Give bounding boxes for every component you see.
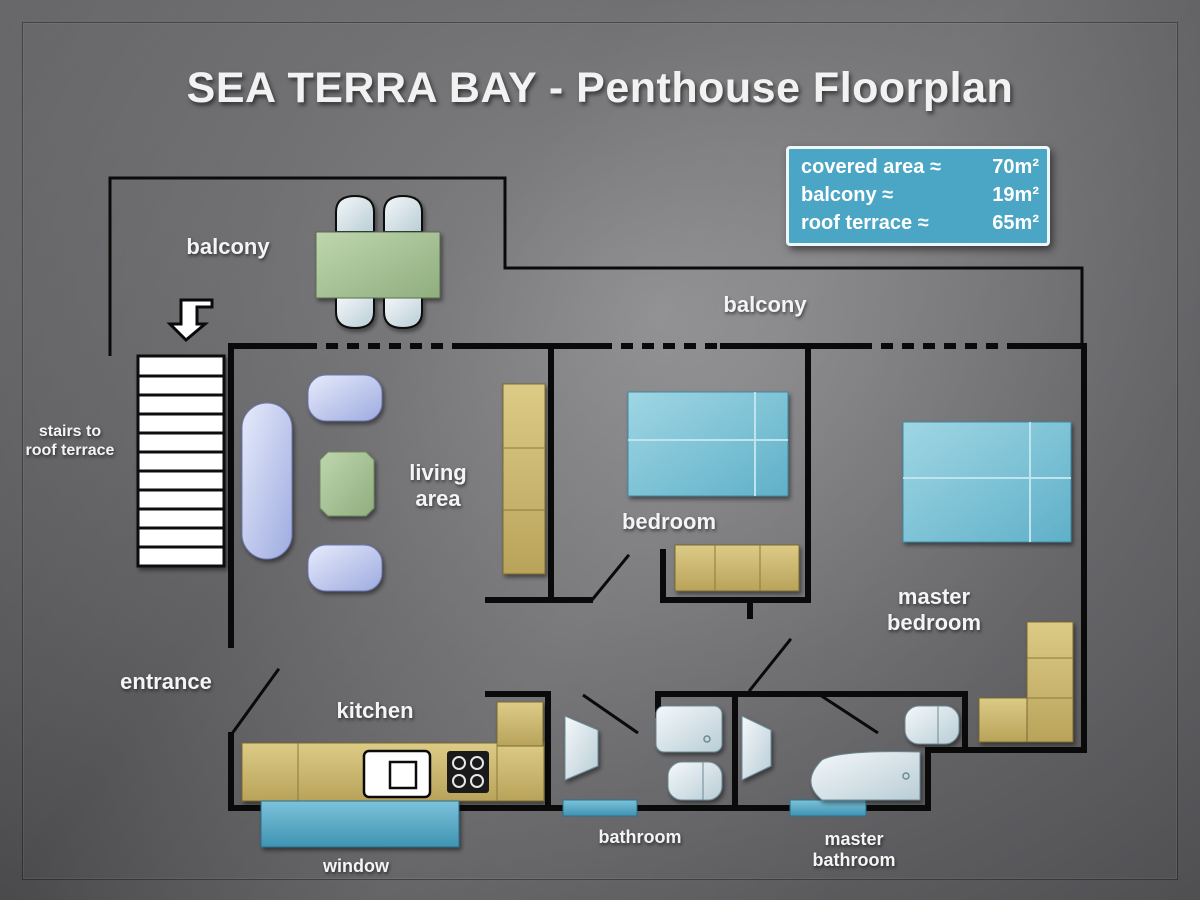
- living-area-line1: living: [409, 460, 467, 485]
- bathroom-door-swings: [582, 693, 879, 735]
- stairs-arrow-icon: [166, 298, 214, 343]
- master-bedroom-line1: master: [897, 584, 971, 609]
- master-bathroom-window: [789, 799, 867, 817]
- stairs-label-line1: stairs to: [38, 423, 102, 440]
- window-label: window: [323, 856, 389, 876]
- bedroom-label: bedroom: [621, 509, 717, 534]
- balcony-area-label: balcony ≈: [801, 184, 894, 206]
- living-area-line2: area: [415, 485, 461, 511]
- stairs-label-line2: roof terrace: [25, 441, 115, 459]
- master-bedroom-label: master bedroom: [874, 584, 994, 636]
- master-bathroom-line1: master: [824, 829, 884, 849]
- page-title: SEA TERRA BAY - Penthouse Floorplan: [186, 64, 1014, 112]
- bedroom-furniture: [627, 391, 800, 592]
- covered-area-value: 70m²: [992, 156, 1039, 178]
- balcony-area-value: 19m²: [992, 184, 1039, 206]
- living-area-label: living area: [388, 460, 488, 512]
- living-furniture: [241, 374, 546, 592]
- balcony-outline: [108, 176, 1084, 356]
- master-bathroom-line2: bathroom: [812, 850, 896, 871]
- bathroom-fixtures: [564, 705, 723, 801]
- covered-area-label: covered area ≈: [801, 156, 941, 178]
- bathroom-window: [562, 799, 638, 817]
- bathroom-label: bathroom: [598, 827, 682, 847]
- covered-area-row: covered area ≈ 70m²: [801, 156, 1039, 184]
- stairs: [136, 354, 226, 568]
- roof-terrace-value: 65m²: [992, 212, 1039, 234]
- master-bedroom-line2: bedroom: [886, 609, 982, 635]
- slide-frame: [22, 22, 1178, 880]
- roof-terrace-row: roof terrace ≈ 65m²: [801, 212, 1039, 240]
- master-bedroom-furniture: [902, 421, 1074, 743]
- stairs-label: stairs to roof terrace: [8, 423, 132, 461]
- kitchen-window: [260, 800, 460, 848]
- kitchen-label: kitchen: [336, 698, 414, 723]
- master-bathroom-label: master bathroom: [792, 829, 916, 871]
- balcony-lower-label: balcony: [723, 292, 807, 317]
- stove-icon: [447, 751, 489, 793]
- area-callout: covered area ≈ 70m² balcony ≈ 19m² roof …: [786, 146, 1050, 246]
- entrance-label: entrance: [120, 669, 212, 694]
- sink-icon: [362, 749, 432, 799]
- balcony-area-row: balcony ≈ 19m²: [801, 184, 1039, 212]
- master-bathroom-fixtures: [741, 705, 960, 801]
- balcony-upper-label: balcony: [186, 234, 270, 259]
- roof-terrace-label: roof terrace ≈: [801, 212, 929, 234]
- dining-set: [315, 194, 441, 330]
